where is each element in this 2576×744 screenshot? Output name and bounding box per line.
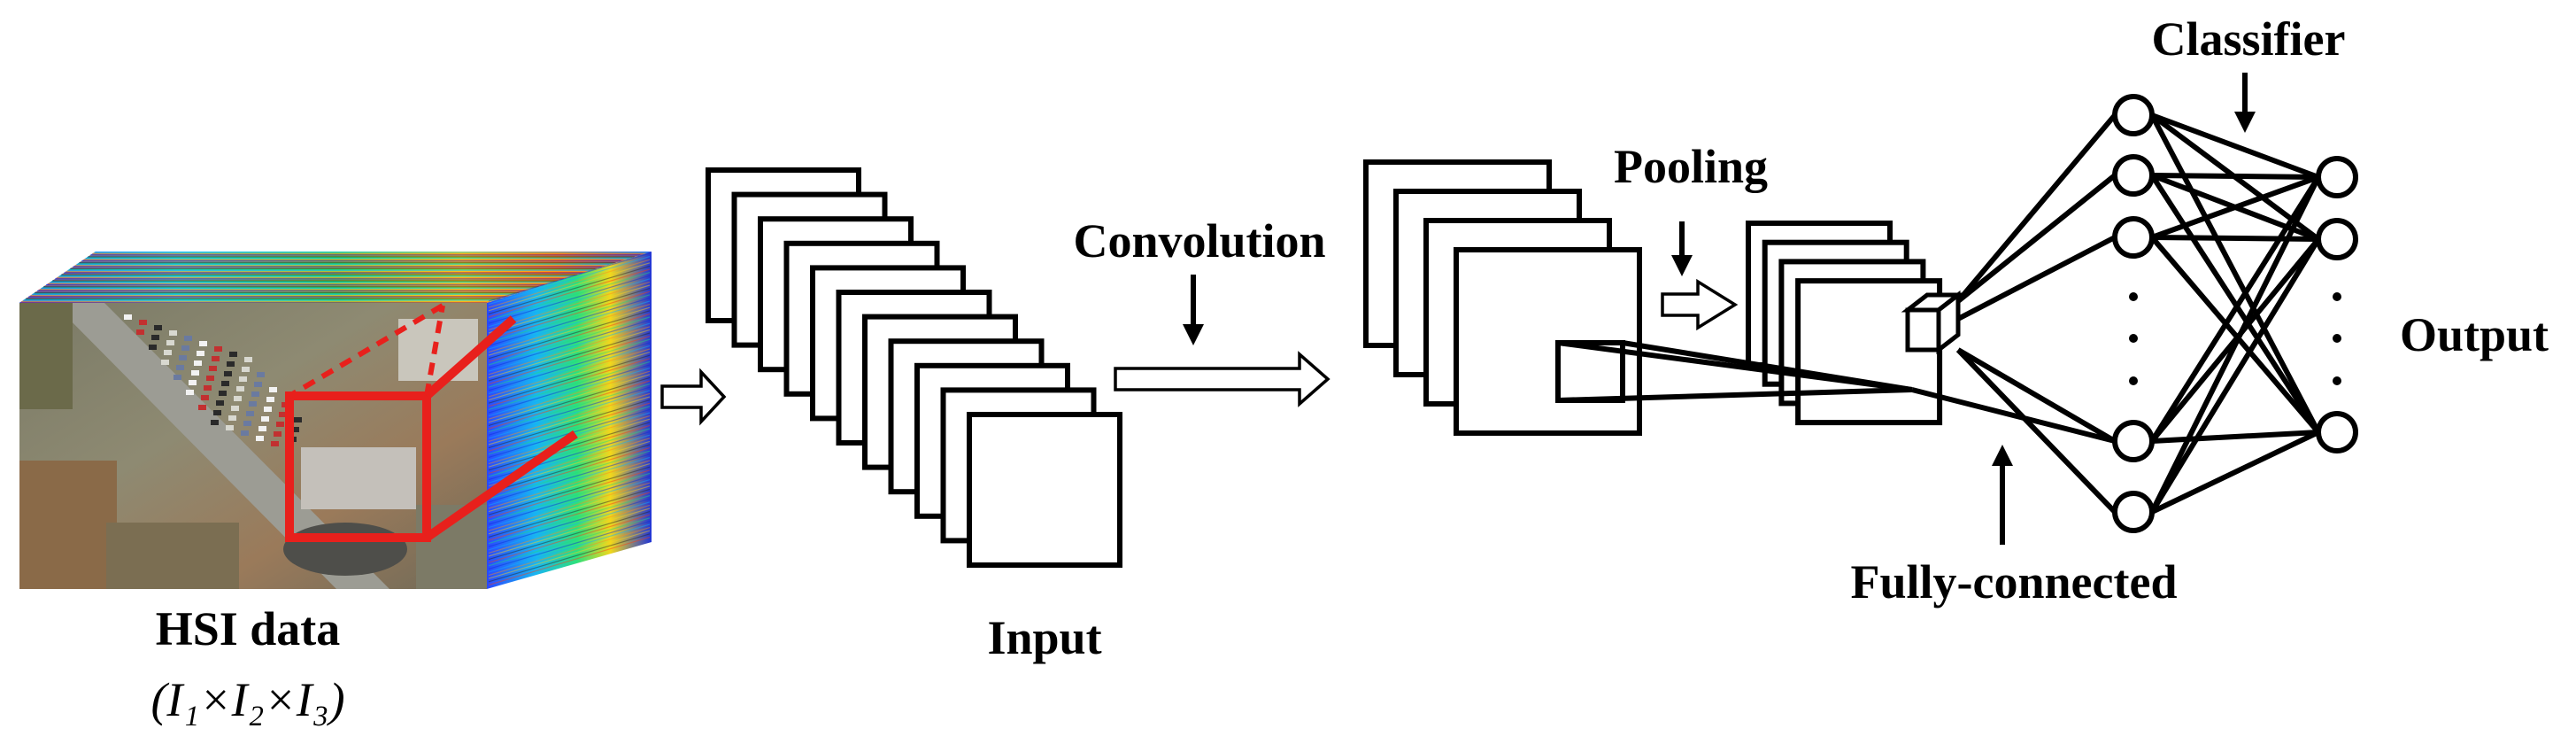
edge-h3-o1 bbox=[2150, 174, 2320, 240]
input-feature-maps bbox=[706, 167, 1122, 568]
edge-h1-o3 bbox=[2149, 113, 2321, 434]
edge-h4-o3 bbox=[2151, 430, 2319, 444]
output-label: Output bbox=[2400, 308, 2549, 361]
hsi-cube bbox=[19, 252, 652, 589]
hidden-node-5 bbox=[2112, 491, 2155, 533]
edge-cube-hidden-2 bbox=[1956, 173, 2117, 304]
hidden-node-2 bbox=[2112, 154, 2155, 197]
hsi-cube-top-stripes bbox=[19, 252, 649, 304]
output-layer-ellipsis bbox=[2333, 292, 2341, 385]
pooling-down-arrow bbox=[1671, 221, 1693, 276]
edge-h3-o2 bbox=[2151, 235, 2319, 242]
edge-cube-hidden-3 bbox=[1956, 235, 2117, 322]
fully-connected-label: Fully-connected bbox=[1851, 555, 2178, 608]
edge-cube-hidden-4 bbox=[1956, 347, 2117, 444]
input-label: Input bbox=[987, 611, 1101, 664]
output-layer-nodes bbox=[2316, 156, 2358, 453]
hidden-layer-nodes bbox=[2112, 94, 2155, 533]
fully-connected-up-arrow bbox=[1992, 445, 2013, 545]
edge-h5-o2 bbox=[2149, 237, 2321, 514]
edge-h4-o1 bbox=[2149, 175, 2321, 443]
hsi-dimensions-label: (I₁×I₂×I₃) bbox=[150, 673, 344, 726]
receptive-field-connectors bbox=[1555, 340, 1913, 403]
fc-connections bbox=[1911, 112, 2321, 515]
output-node-2 bbox=[2316, 218, 2358, 260]
selected-patch bbox=[285, 303, 578, 542]
arrow-to-input bbox=[660, 368, 727, 426]
parking-lot bbox=[124, 314, 302, 452]
arrow-to-pool bbox=[1661, 278, 1739, 331]
hidden-node-1 bbox=[2112, 94, 2155, 136]
hidden-layer-ellipsis bbox=[2129, 292, 2138, 385]
pooling-label: Pooling bbox=[1614, 140, 1768, 193]
hidden-node-4 bbox=[2112, 420, 2155, 462]
classifier-label: Classifier bbox=[2152, 12, 2346, 66]
edge-h3-o3 bbox=[2149, 236, 2321, 434]
hidden-node-3 bbox=[2112, 216, 2155, 259]
hsi-data-label: HSI data bbox=[156, 602, 341, 655]
edge-h2-o3 bbox=[2149, 174, 2321, 434]
aerial-image-details bbox=[19, 303, 487, 589]
classifier-down-arrow bbox=[2234, 73, 2256, 133]
convolution-label: Convolution bbox=[1073, 214, 1325, 267]
output-node-3 bbox=[2316, 411, 2358, 453]
edge-h5-o1 bbox=[2149, 175, 2321, 514]
arrow-to-conv bbox=[1114, 351, 1330, 407]
edge-h2-o1 bbox=[2151, 173, 2319, 180]
edge-h1-o1 bbox=[2150, 112, 2320, 180]
edge-cube-hidden-5 bbox=[1955, 347, 2117, 515]
conv-feature-maps bbox=[1363, 159, 1642, 436]
pooled-unit-cube bbox=[1901, 290, 1965, 355]
input-map-11 bbox=[967, 412, 1122, 568]
edge-pool-hidden bbox=[1911, 387, 2116, 444]
edge-cube-hidden-1 bbox=[1955, 113, 2117, 303]
convolution-down-arrow bbox=[1183, 275, 1204, 345]
output-node-1 bbox=[2316, 156, 2358, 198]
pool-feature-maps bbox=[1746, 221, 1943, 426]
edge-h5-o3 bbox=[2150, 430, 2320, 515]
hsi-cube-side-face bbox=[487, 252, 652, 589]
